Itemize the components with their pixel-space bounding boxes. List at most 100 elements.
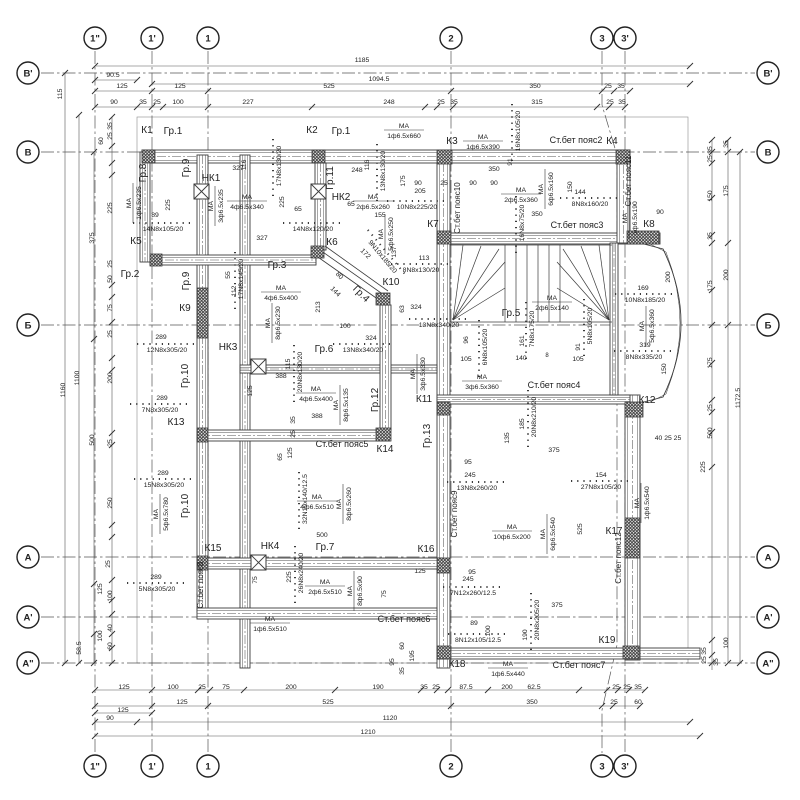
annotation-text: К13 — [168, 417, 185, 428]
annotation-text: К3 — [446, 136, 458, 147]
svg-text:350: 350 — [531, 211, 543, 218]
annotation-text: 161 — [519, 335, 526, 347]
annotation-text: 175 — [707, 357, 714, 369]
svg-text:Гр.12: Гр.12 — [370, 387, 381, 412]
column-K5 — [149, 253, 163, 267]
svg-text:7N12x260/12.5: 7N12x260/12.5 — [450, 590, 496, 597]
annotation-text: 10N8x225/20 — [387, 200, 447, 211]
annotation-text: Ст.бет пояс2 — [550, 135, 603, 145]
svg-text:25: 25 — [623, 684, 631, 691]
annotation-text: 116 — [364, 159, 371, 170]
svg-text:17N8x130/20: 17N8x130/20 — [276, 146, 283, 187]
svg-text:НК2: НК2 — [332, 192, 351, 203]
annotation-text: 315 — [531, 99, 543, 106]
annotation-text: 25 — [612, 684, 620, 691]
svg-text:МА: МА — [477, 374, 488, 381]
annotation-text: НК2 — [332, 192, 351, 203]
annotation-text: 60 — [98, 137, 105, 145]
annotation-text: Ст.бет пояс11 — [624, 155, 633, 206]
svg-text:35: 35 — [139, 99, 147, 106]
axis-bubble-bottom: 1 — [196, 754, 220, 778]
svg-text:8ф6.5x135: 8ф6.5x135 — [343, 388, 350, 422]
axis-bubble-top: 3 — [590, 26, 614, 50]
svg-text:К4: К4 — [606, 136, 618, 147]
annotation-text: 32N10x140/12.5 — [298, 469, 309, 529]
svg-text:375: 375 — [551, 602, 563, 609]
svg-text:60: 60 — [399, 642, 406, 650]
svg-text:175: 175 — [707, 280, 714, 292]
annotation-text: НК3 — [219, 342, 238, 353]
annotation-text: 90.5 — [106, 72, 119, 79]
annotation-text: 175 — [400, 175, 407, 187]
column-K19 — [622, 645, 640, 660]
svg-text:Ст.бет пояс2: Ст.бет пояс2 — [550, 135, 603, 145]
svg-text:91: 91 — [575, 343, 582, 351]
svg-text:125: 125 — [176, 699, 188, 706]
annotation-text: Гр.3 — [268, 260, 287, 271]
svg-text:20N8x205/20: 20N8x205/20 — [534, 600, 541, 641]
svg-text:3ф6.5x330: 3ф6.5x330 — [420, 357, 427, 391]
annotation-text: 227 — [242, 99, 254, 106]
svg-text:90: 90 — [656, 209, 664, 216]
svg-text:К14: К14 — [377, 444, 394, 455]
annotation-text: 1172.5 — [735, 388, 742, 409]
svg-text:МА: МА — [126, 197, 133, 208]
svg-text:Гр.5: Гр.5 — [502, 308, 521, 319]
column-K17 — [624, 517, 641, 559]
svg-text:6N8x105/20: 6N8x105/20 — [482, 328, 489, 365]
svg-text:175: 175 — [707, 357, 714, 369]
axis-bubble-top: 1' — [140, 26, 164, 50]
svg-text:3: 3 — [599, 761, 604, 772]
annotation-text: 250 — [107, 497, 114, 509]
annotation-text: К1 — [141, 125, 153, 136]
annotation-text: 91 — [507, 158, 514, 166]
annotation-text: К4 — [606, 136, 618, 147]
annotation-text: 90 — [106, 715, 114, 722]
annotation-text: 25 — [432, 684, 440, 691]
svg-text:К1: К1 — [141, 125, 153, 136]
annotation-text: 175 — [707, 280, 714, 292]
annotation-text: К11 — [416, 394, 433, 405]
svg-text:115: 115 — [57, 88, 64, 99]
column-K2 — [311, 149, 326, 164]
annotation-text: 500 — [89, 434, 96, 446]
annotation-text: 350 — [488, 166, 500, 173]
annotation-text: 375 — [548, 447, 560, 454]
svg-text:Гр.13: Гр.13 — [422, 423, 433, 448]
svg-text:8N12x105/12.5: 8N12x105/12.5 — [455, 637, 501, 644]
svg-text:35: 35 — [617, 83, 625, 90]
svg-text:26N8x240/20: 26N8x240/20 — [298, 553, 305, 594]
annotation-text: Гр.1 — [332, 126, 351, 137]
annotation-text: К14 — [377, 444, 394, 455]
annotation-text: 17N8x145/20 — [234, 249, 245, 309]
svg-text:13N8x260/20: 13N8x260/20 — [457, 485, 498, 492]
annotation-text: 25 — [707, 232, 714, 240]
svg-text:6ф6.5x540: 6ф6.5x540 — [550, 517, 557, 551]
svg-text:6ф6.5x160: 6ф6.5x160 — [548, 172, 555, 206]
annotation-text: 225 — [107, 202, 114, 214]
svg-text:25: 25 — [707, 404, 714, 412]
svg-text:289: 289 — [157, 470, 169, 477]
svg-text:35: 35 — [420, 684, 428, 691]
annotation-text: 100 — [172, 99, 184, 106]
svg-text:60: 60 — [107, 642, 114, 650]
annotation-text: 375 — [89, 232, 96, 244]
svg-text:10ф6.5x200: 10ф6.5x200 — [493, 534, 531, 541]
svg-text:125: 125 — [118, 684, 130, 691]
svg-text:8ф6.5x230: 8ф6.5x230 — [275, 306, 282, 340]
annotation-text: 248 — [351, 167, 363, 174]
svg-text:289: 289 — [156, 395, 168, 402]
axis-bubble-right: В' — [756, 61, 780, 85]
svg-text:А': А' — [23, 612, 32, 623]
svg-text:245: 245 — [462, 576, 474, 583]
annotation-text: 89 — [470, 620, 478, 627]
svg-text:500: 500 — [89, 434, 96, 446]
svg-text:1': 1' — [148, 761, 156, 772]
svg-text:25: 25 — [105, 560, 112, 568]
